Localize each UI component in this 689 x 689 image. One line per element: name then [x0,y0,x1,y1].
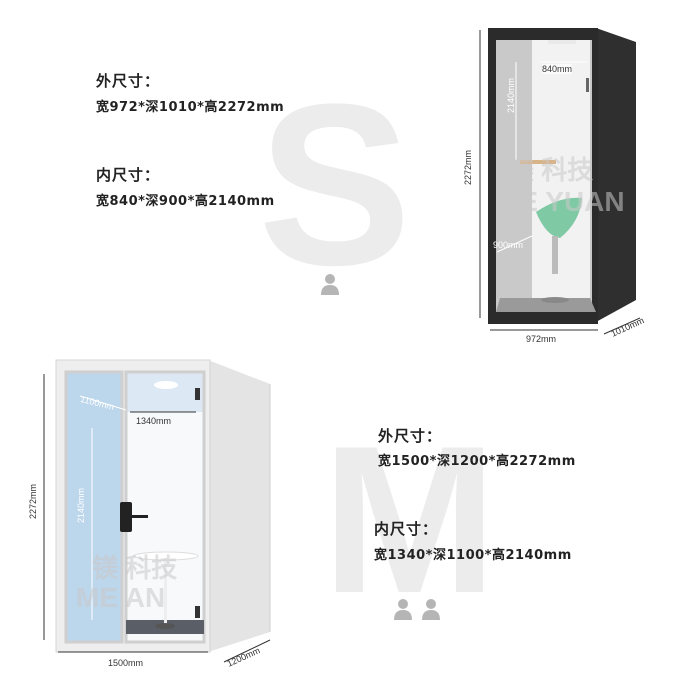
medium-inner-dims: 宽1340*深1100*高2140mm [374,548,572,563]
medium-outer-width-label: 1500mm [108,658,144,668]
medium-watermark-bottom: ME AN [76,582,166,613]
small-booth [479,28,641,335]
medium-outer-title: 外尺寸： [378,427,443,445]
person-icon-2 [422,599,440,620]
medium-watermark-top: 镁 科技 [92,553,178,583]
size-letter-s: S [258,56,412,313]
medium-inner-height-label: 2140mm [76,488,86,524]
medium-booth [43,359,271,663]
medium-outer-height-label: 2272mm [28,484,38,520]
small-inner-depth-label: 900mm [493,240,524,250]
medium-inner-width-label: 1340mm [136,416,172,426]
small-outer-dims: 宽972*深1010*高2272mm [96,100,285,115]
small-outer-title: 外尺寸： [96,72,161,90]
small-watermark-top: 镁 科技 [508,155,594,185]
size-letter-m: M [322,402,497,637]
medium-inner-title: 内尺寸： [374,520,439,538]
small-outer-width-label: 972mm [526,334,557,344]
person-icon-1 [394,599,412,620]
small-watermark-bottom: ME YUAN [496,186,625,217]
small-inner-dims: 宽840*深900*高2140mm [96,194,275,209]
medium-outer-dims: 宽1500*深1200*高2272mm [378,454,576,469]
small-inner-width-label: 840mm [542,64,573,74]
person-icon [321,274,339,295]
small-inner-title: 内尺寸： [96,166,161,184]
